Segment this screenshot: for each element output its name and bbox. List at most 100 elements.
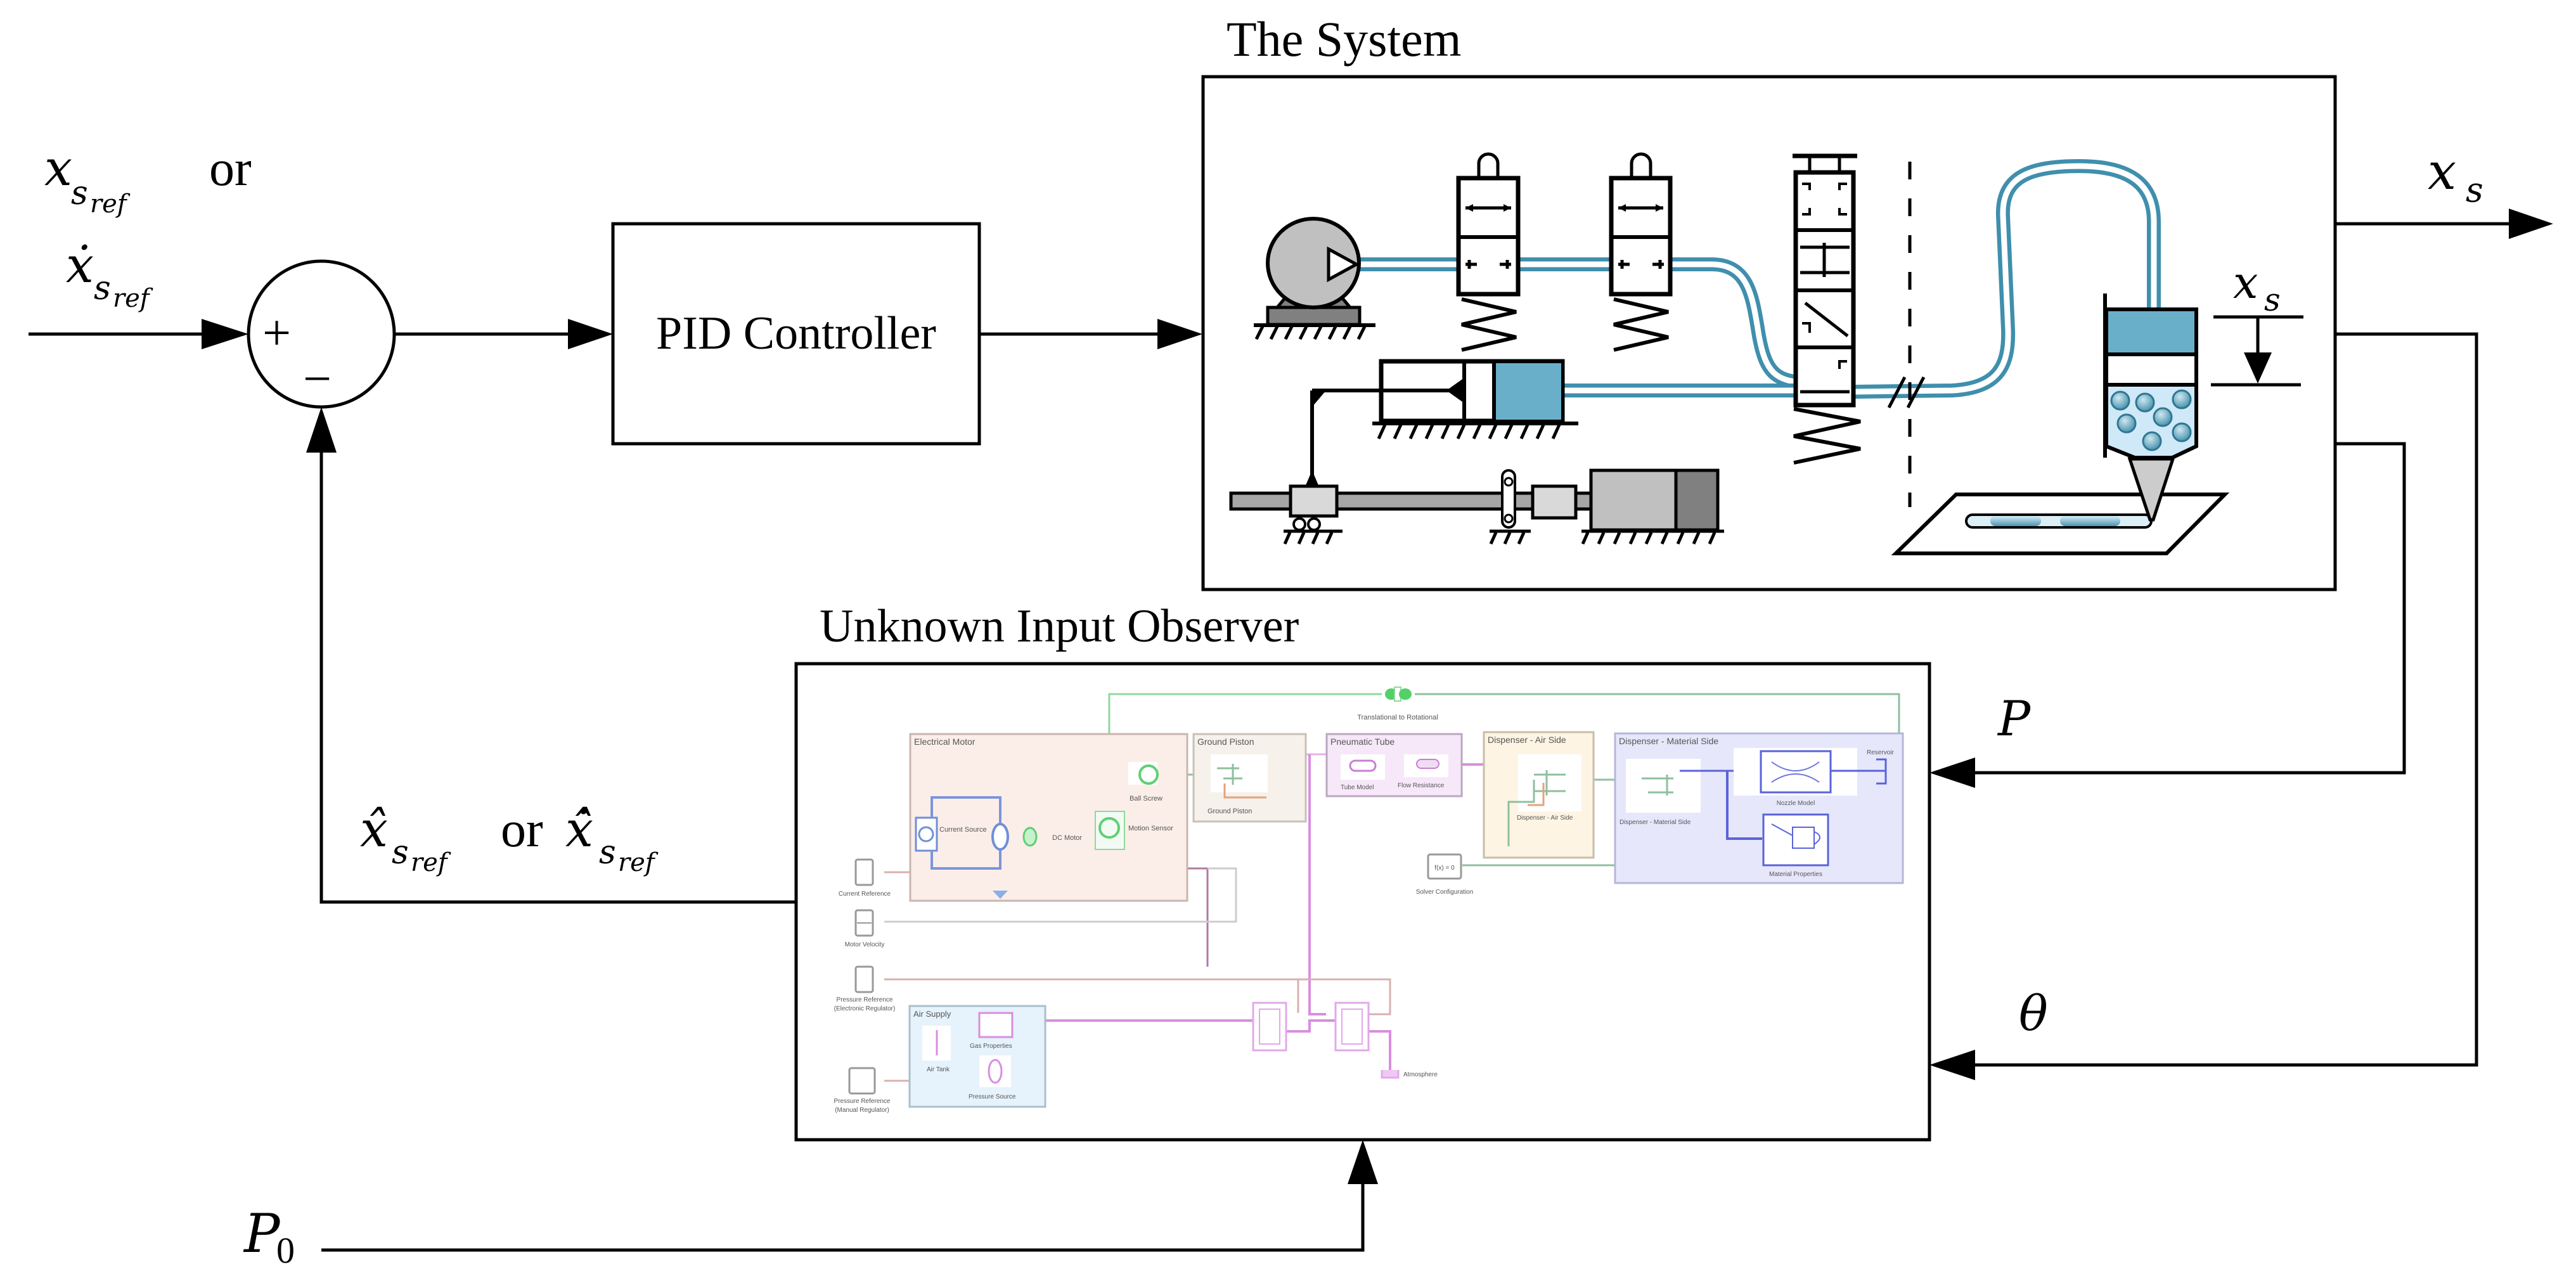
- tube-model-icon: [1349, 759, 1377, 772]
- svg-text:DC Motor: DC Motor: [1052, 834, 1082, 842]
- svg-text:Pneumatic Tube: Pneumatic Tube: [1330, 737, 1394, 747]
- sum-plus-sign: +: [262, 306, 291, 361]
- control-arrowhead: [1157, 319, 1202, 349]
- translational-rotational-block[interactable]: Translational to Rotational: [1357, 687, 1438, 721]
- current-reference-block[interactable]: Current Reference: [839, 858, 891, 898]
- observer-block[interactable]: Electrical Motor Current Source DC Motor…: [794, 662, 1931, 1142]
- nozzle-model-icon: [1760, 750, 1832, 794]
- estimate-or-word: or: [501, 802, 543, 858]
- subsystem-air-supply[interactable]: Air Supply Air Tank Gas Properties Press…: [908, 1005, 1046, 1108]
- svg-text:(Manual Regulator): (Manual Regulator): [835, 1107, 889, 1114]
- svg-text:Ground Piston: Ground Piston: [1197, 737, 1254, 747]
- estimate-feedback-line: [319, 451, 796, 904]
- ref-xdot-symbol: ẋ: [66, 237, 94, 294]
- svg-text:Dispenser - Air Side: Dispenser - Air Side: [1488, 735, 1566, 745]
- system-block[interactable]: x s: [1201, 75, 2337, 591]
- ref-x-subsub: ref: [90, 190, 131, 219]
- pressure-label: P: [1997, 690, 2032, 747]
- svg-text:Material Properties: Material Properties: [1769, 871, 1822, 878]
- theta-signal-line: [1971, 332, 2478, 1067]
- output-arrowhead: [2509, 209, 2553, 239]
- p0-sub: 0: [276, 1230, 295, 1271]
- solver-configuration-block[interactable]: f(x) = 0 Solver Configuration: [1416, 853, 1474, 896]
- svg-text:Current Source: Current Source: [939, 826, 987, 834]
- subsystem-dispenser-material-side[interactable]: Dispenser - Material Side Dispenser - Ma…: [1614, 732, 1904, 884]
- svg-text:Nozzle Model: Nozzle Model: [1777, 800, 1815, 807]
- estimate-xhat-dot: x̂̇: [565, 801, 593, 858]
- svg-text:Flow Resistance: Flow Resistance: [1398, 782, 1445, 789]
- svg-text:Tube Model: Tube Model: [1341, 784, 1374, 791]
- substrate-icon: [1891, 493, 2230, 555]
- estimate-subsub-2: ref: [618, 848, 659, 877]
- pipe-break-marks: [1887, 376, 1926, 409]
- p0-symbol: P: [243, 1202, 281, 1265]
- svg-text:Reservoir: Reservoir: [1867, 749, 1894, 756]
- theta-arrowhead: [1929, 1050, 1975, 1080]
- svg-text:Ground Piston: Ground Piston: [1208, 808, 1252, 815]
- pid-label: PID Controller: [656, 307, 936, 359]
- estimate-label: x̂ s ref or x̂̇ s ref: [360, 801, 659, 877]
- output-x-sub: s: [2466, 170, 2483, 210]
- directional-valve-icon: [1793, 153, 1861, 465]
- ball-screw-drive-icon: [1229, 468, 1724, 545]
- svg-text:Gas Properties: Gas Properties: [970, 1043, 1012, 1050]
- svg-text:Translational to Rotational: Translational to Rotational: [1357, 714, 1438, 721]
- dc-motor-icon: [991, 823, 1009, 851]
- pressure-reference-manual-block[interactable]: Pressure Reference (Manual Regulator): [834, 1067, 891, 1114]
- svg-text:Motor Velocity: Motor Velocity: [845, 941, 885, 948]
- estimate-subsub-1: ref: [411, 848, 451, 877]
- syringe-dispenser-icon: [2103, 293, 2198, 522]
- svg-text:Current Reference: Current Reference: [839, 891, 891, 898]
- system-title: The System: [1227, 11, 1461, 67]
- svg-text:Pressure Source: Pressure Source: [969, 1093, 1016, 1100]
- flow-resistance-icon: [1416, 759, 1439, 769]
- reference-input-label: x s ref or ẋ s ref: [44, 140, 252, 313]
- solenoid-valve-2-icon: [1609, 152, 1673, 352]
- svg-text:Dispenser - Material Side: Dispenser - Material Side: [1619, 736, 1718, 746]
- subsystem-dispenser-air-side[interactable]: Dispenser - Air Side Dispenser - Air Sid…: [1483, 731, 1595, 859]
- motor-velocity-block[interactable]: Motor Velocity: [845, 909, 885, 948]
- svg-text:Pressure Reference: Pressure Reference: [834, 1098, 891, 1105]
- observer-title: Unknown Input Observer: [820, 600, 1299, 652]
- estimate-sub-1: s: [392, 834, 409, 872]
- svg-text:Air Supply: Air Supply: [913, 1009, 951, 1019]
- pid-controller-block[interactable]: PID Controller: [611, 222, 981, 446]
- displacement-marker: x s: [2211, 257, 2303, 387]
- subsystem-pneumatic-tube[interactable]: Pneumatic Tube Tube Model Flow Resistanc…: [1325, 733, 1463, 797]
- svg-text:Solver Configuration: Solver Configuration: [1416, 889, 1474, 896]
- observer-valve-2: [1334, 1002, 1370, 1052]
- output-x-symbol: x: [2428, 142, 2456, 201]
- ref-x-sub: s: [71, 174, 88, 212]
- ball-screw-sim-icon: [1138, 764, 1159, 785]
- material-properties-icon: [1762, 813, 1829, 867]
- ref-xdot-sub: s: [94, 269, 111, 307]
- svg-text:Ball Screw: Ball Screw: [1130, 795, 1162, 803]
- pressure-reference-electronic-block[interactable]: Pressure Reference (Electronic Regulator…: [834, 965, 896, 1012]
- xs-marker-symbol: x: [2233, 257, 2258, 309]
- ref-x-symbol: x: [44, 140, 72, 197]
- subsystem-electrical-motor[interactable]: Electrical Motor Current Source DC Motor…: [909, 733, 1188, 902]
- sum-minus-sign: −: [303, 351, 332, 407]
- svg-text:Motion Sensor: Motion Sensor: [1128, 825, 1173, 832]
- compressor-icon: [1254, 217, 1375, 340]
- svg-text:f(x) = 0: f(x) = 0: [1434, 865, 1455, 872]
- estimate-sub-2: s: [599, 834, 616, 872]
- gas-properties-icon: [978, 1012, 1014, 1038]
- atmosphere-block: Atmosphere: [1381, 1070, 1438, 1079]
- theta-label: θ: [2019, 985, 2048, 1041]
- svg-text:Pressure Reference: Pressure Reference: [837, 996, 893, 1003]
- p0-signal-line: [321, 1182, 1365, 1252]
- pressure-arrowhead: [1929, 758, 1975, 788]
- estimate-xhat: x̂: [360, 801, 388, 858]
- svg-text:Air Tank: Air Tank: [927, 1066, 950, 1073]
- svg-text:(Electronic Regulator): (Electronic Regulator): [834, 1005, 896, 1012]
- ref-xdot-subsub: ref: [113, 284, 153, 313]
- observer-valve-1: [1252, 1002, 1287, 1052]
- pressure-source-icon: [988, 1059, 1003, 1084]
- p0-arrowhead: [1348, 1140, 1378, 1184]
- pressure-signal-line: [1971, 442, 2406, 775]
- subsystem-ground-piston[interactable]: Ground Piston Ground Piston: [1192, 733, 1307, 823]
- summing-junction[interactable]: + −: [247, 259, 396, 409]
- pid-box: [611, 222, 981, 446]
